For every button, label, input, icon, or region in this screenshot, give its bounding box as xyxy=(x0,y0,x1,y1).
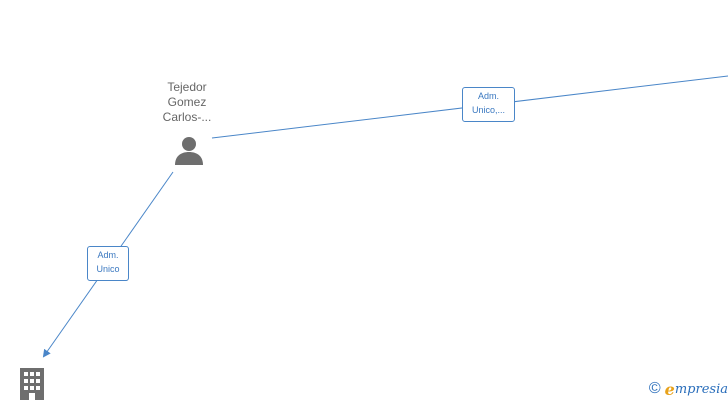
empresia-watermark: © e mpresia xyxy=(649,378,728,400)
building-icon[interactable] xyxy=(16,366,48,400)
person-name-line-1: Tejedor xyxy=(167,80,207,94)
brand-name-rest: mpresia xyxy=(674,381,728,397)
edge-label-2-line-1: Adm. xyxy=(97,250,119,260)
edge-label-1-line-1: Adm. xyxy=(477,91,499,101)
person-icon[interactable] xyxy=(174,136,204,166)
person-name-line-3: Carlos-... xyxy=(162,110,212,124)
copyright-icon: © xyxy=(648,380,661,397)
edge-label-1-line-2: Unico,... xyxy=(471,105,505,115)
person-name-line-2: Gomez xyxy=(167,95,207,109)
edge-label-adm-unico-2[interactable]: Adm. Unico xyxy=(87,246,129,281)
brand-first-letter: e xyxy=(664,379,675,399)
edge-label-adm-unico-1[interactable]: Adm. Unico,... xyxy=(462,87,515,122)
edge-label-2-line-2: Unico xyxy=(96,264,120,274)
person-name-label: Tejedor Gomez Carlos-... xyxy=(147,80,227,125)
